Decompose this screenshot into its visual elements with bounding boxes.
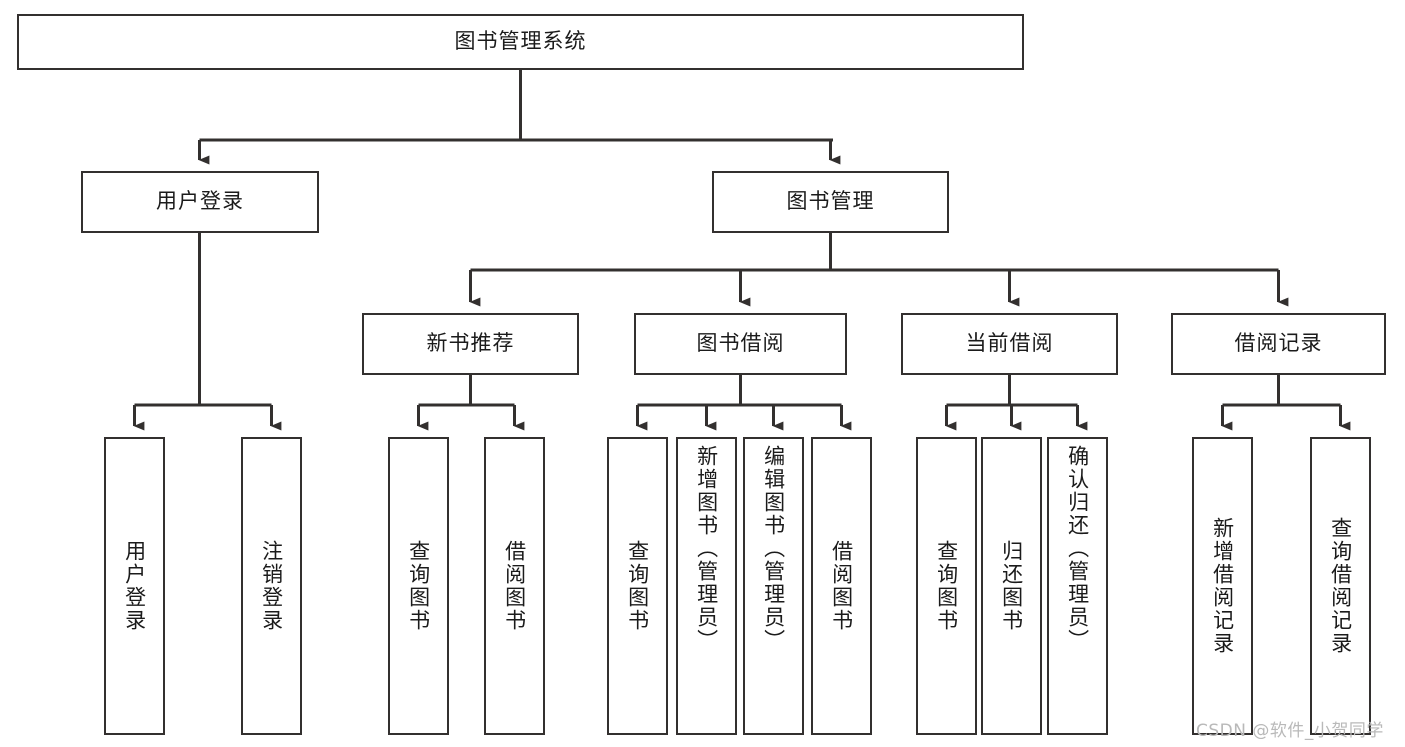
node-leaf-confirm-return-admin[interactable]: 确认归还（管理员） bbox=[1047, 437, 1108, 735]
node-label: 新增借阅记录 bbox=[1210, 517, 1235, 655]
node-label: 确认归还（管理员） bbox=[1065, 445, 1090, 652]
node-leaf-add-borrow-record[interactable]: 新增借阅记录 bbox=[1192, 437, 1253, 735]
node-label: 用户登录 bbox=[122, 540, 147, 632]
node-book-management[interactable]: 图书管理 bbox=[712, 171, 949, 233]
node-leaf-edit-book-admin[interactable]: 编辑图书（管理员） bbox=[743, 437, 804, 735]
node-label: 用户登录 bbox=[156, 189, 244, 214]
node-leaf-query-book-cb[interactable]: 查询图书 bbox=[916, 437, 977, 735]
node-leaf-user-login[interactable]: 用户登录 bbox=[104, 437, 165, 735]
node-root[interactable]: 图书管理系统 bbox=[17, 14, 1024, 70]
node-leaf-query-book-bb[interactable]: 查询图书 bbox=[607, 437, 668, 735]
node-label: 借阅图书 bbox=[829, 540, 854, 632]
node-user-login[interactable]: 用户登录 bbox=[81, 171, 319, 233]
node-label: 图书管理 bbox=[786, 189, 875, 214]
node-label: 归还图书 bbox=[999, 540, 1024, 632]
node-current-borrowing[interactable]: 当前借阅 bbox=[901, 313, 1118, 375]
node-leaf-borrow-book-nr[interactable]: 借阅图书 bbox=[484, 437, 545, 735]
node-label: 图书管理系统 bbox=[454, 29, 587, 54]
node-label: 新增图书（管理员） bbox=[694, 445, 719, 652]
node-label: 注销登录 bbox=[259, 540, 284, 632]
node-borrowing-records[interactable]: 借阅记录 bbox=[1171, 313, 1386, 375]
node-label: 查询图书 bbox=[934, 540, 959, 632]
node-label: 编辑图书（管理员） bbox=[761, 445, 786, 652]
node-leaf-add-book-admin[interactable]: 新增图书（管理员） bbox=[676, 437, 737, 735]
csdn-watermark: CSDN @软件_小贺同学 bbox=[1196, 721, 1384, 741]
node-label: 当前借阅 bbox=[965, 331, 1054, 356]
node-leaf-borrow-book-bb[interactable]: 借阅图书 bbox=[811, 437, 872, 735]
node-label: 查询图书 bbox=[406, 540, 431, 632]
node-label: 查询借阅记录 bbox=[1328, 517, 1353, 655]
node-label: 图书借阅 bbox=[696, 331, 785, 356]
node-label: 借阅图书 bbox=[502, 540, 527, 632]
node-new-book-recommendation[interactable]: 新书推荐 bbox=[362, 313, 579, 375]
node-leaf-logout[interactable]: 注销登录 bbox=[241, 437, 302, 735]
node-label: 新书推荐 bbox=[426, 331, 515, 356]
node-label: 借阅记录 bbox=[1234, 331, 1323, 356]
node-leaf-query-borrow-record[interactable]: 查询借阅记录 bbox=[1310, 437, 1371, 735]
node-leaf-query-book-nr[interactable]: 查询图书 bbox=[388, 437, 449, 735]
node-book-borrowing[interactable]: 图书借阅 bbox=[634, 313, 847, 375]
node-leaf-return-book[interactable]: 归还图书 bbox=[981, 437, 1042, 735]
node-label: 查询图书 bbox=[625, 540, 650, 632]
